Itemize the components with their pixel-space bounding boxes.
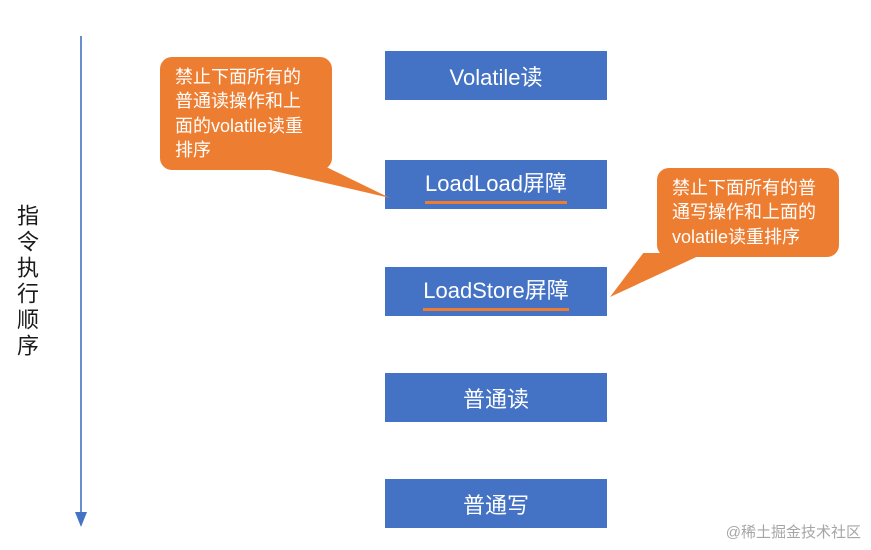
- callout-loadload-tail: [253, 166, 390, 198]
- callout-loadstore-note: 禁止下面所有的普通写操作和上面的volatile读重排序: [657, 168, 839, 257]
- box-loadload-barrier-label: LoadLoad屏障: [425, 166, 567, 204]
- box-normal-write-label: 普通写: [462, 492, 529, 518]
- watermark: @稀土掘金技术社区: [725, 524, 861, 541]
- callout-loadload-note: 禁止下面所有的普通读操作和上面的volatile读重排序: [160, 57, 332, 171]
- box-normal-read: 普通读: [385, 373, 607, 422]
- box-normal-write: 普通写: [385, 479, 607, 528]
- callout-loadload-note-text: 禁止下面所有的普通读操作和上面的volatile读重排序: [175, 67, 304, 160]
- box-loadstore-barrier-label: LoadStore屏障: [423, 273, 569, 311]
- box-normal-read-label: 普通读: [462, 386, 529, 412]
- box-volatile-read-label: Volatile读: [449, 64, 543, 90]
- execution-order-label: 指令执行顺序: [14, 204, 39, 360]
- callout-loadstore-tail: [610, 253, 705, 297]
- box-volatile-read: Volatile读: [385, 51, 607, 100]
- box-loadstore-barrier: LoadStore屏障: [385, 267, 607, 316]
- execution-order-arrow-icon: [75, 36, 87, 527]
- callout-loadstore-note-text: 禁止下面所有的普通写操作和上面的volatile读重排序: [672, 178, 816, 247]
- box-loadload-barrier: LoadLoad屏障: [385, 160, 607, 209]
